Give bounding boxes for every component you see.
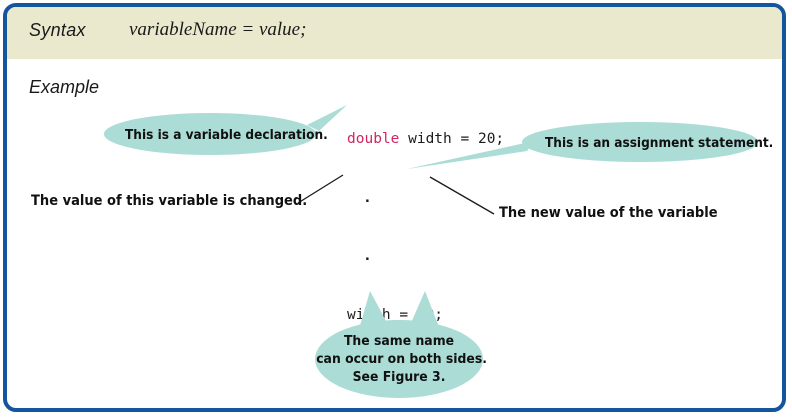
- keyword-double: double: [347, 131, 400, 147]
- same-name-line-1: The same name: [343, 333, 455, 349]
- example-label: Example: [29, 77, 100, 97]
- syntax-label: Syntax: [29, 20, 86, 40]
- same-name-line-3: See Figure 3.: [352, 369, 446, 385]
- syntax-expression: variableName = value;: [129, 19, 307, 40]
- code-declaration-rest: width = 20;: [399, 131, 505, 147]
- figure-frame: Syntax variableName = value; Example dou…: [3, 3, 786, 412]
- code-line-declaration: double width = 20;: [347, 130, 513, 150]
- code-line-assignment: width = 30;: [347, 306, 444, 323]
- annotation-new-value: The new value of the variable: [499, 205, 718, 221]
- syntax-header-band: Syntax variableName = value;: [7, 7, 782, 60]
- code-dot-2: .: [363, 248, 372, 264]
- same-name-line-2: can occur on both sides.: [316, 351, 487, 367]
- same-name-bubble-label: The same name can occur on both sides. S…: [316, 332, 487, 386]
- declaration-bubble-label: This is a variable declaration.: [125, 127, 328, 143]
- code-dot-1: .: [363, 189, 372, 206]
- assignment-bubble-label: This is an assignment statement.: [545, 135, 774, 151]
- annotation-value-changed: The value of this variable is changed.: [31, 193, 308, 209]
